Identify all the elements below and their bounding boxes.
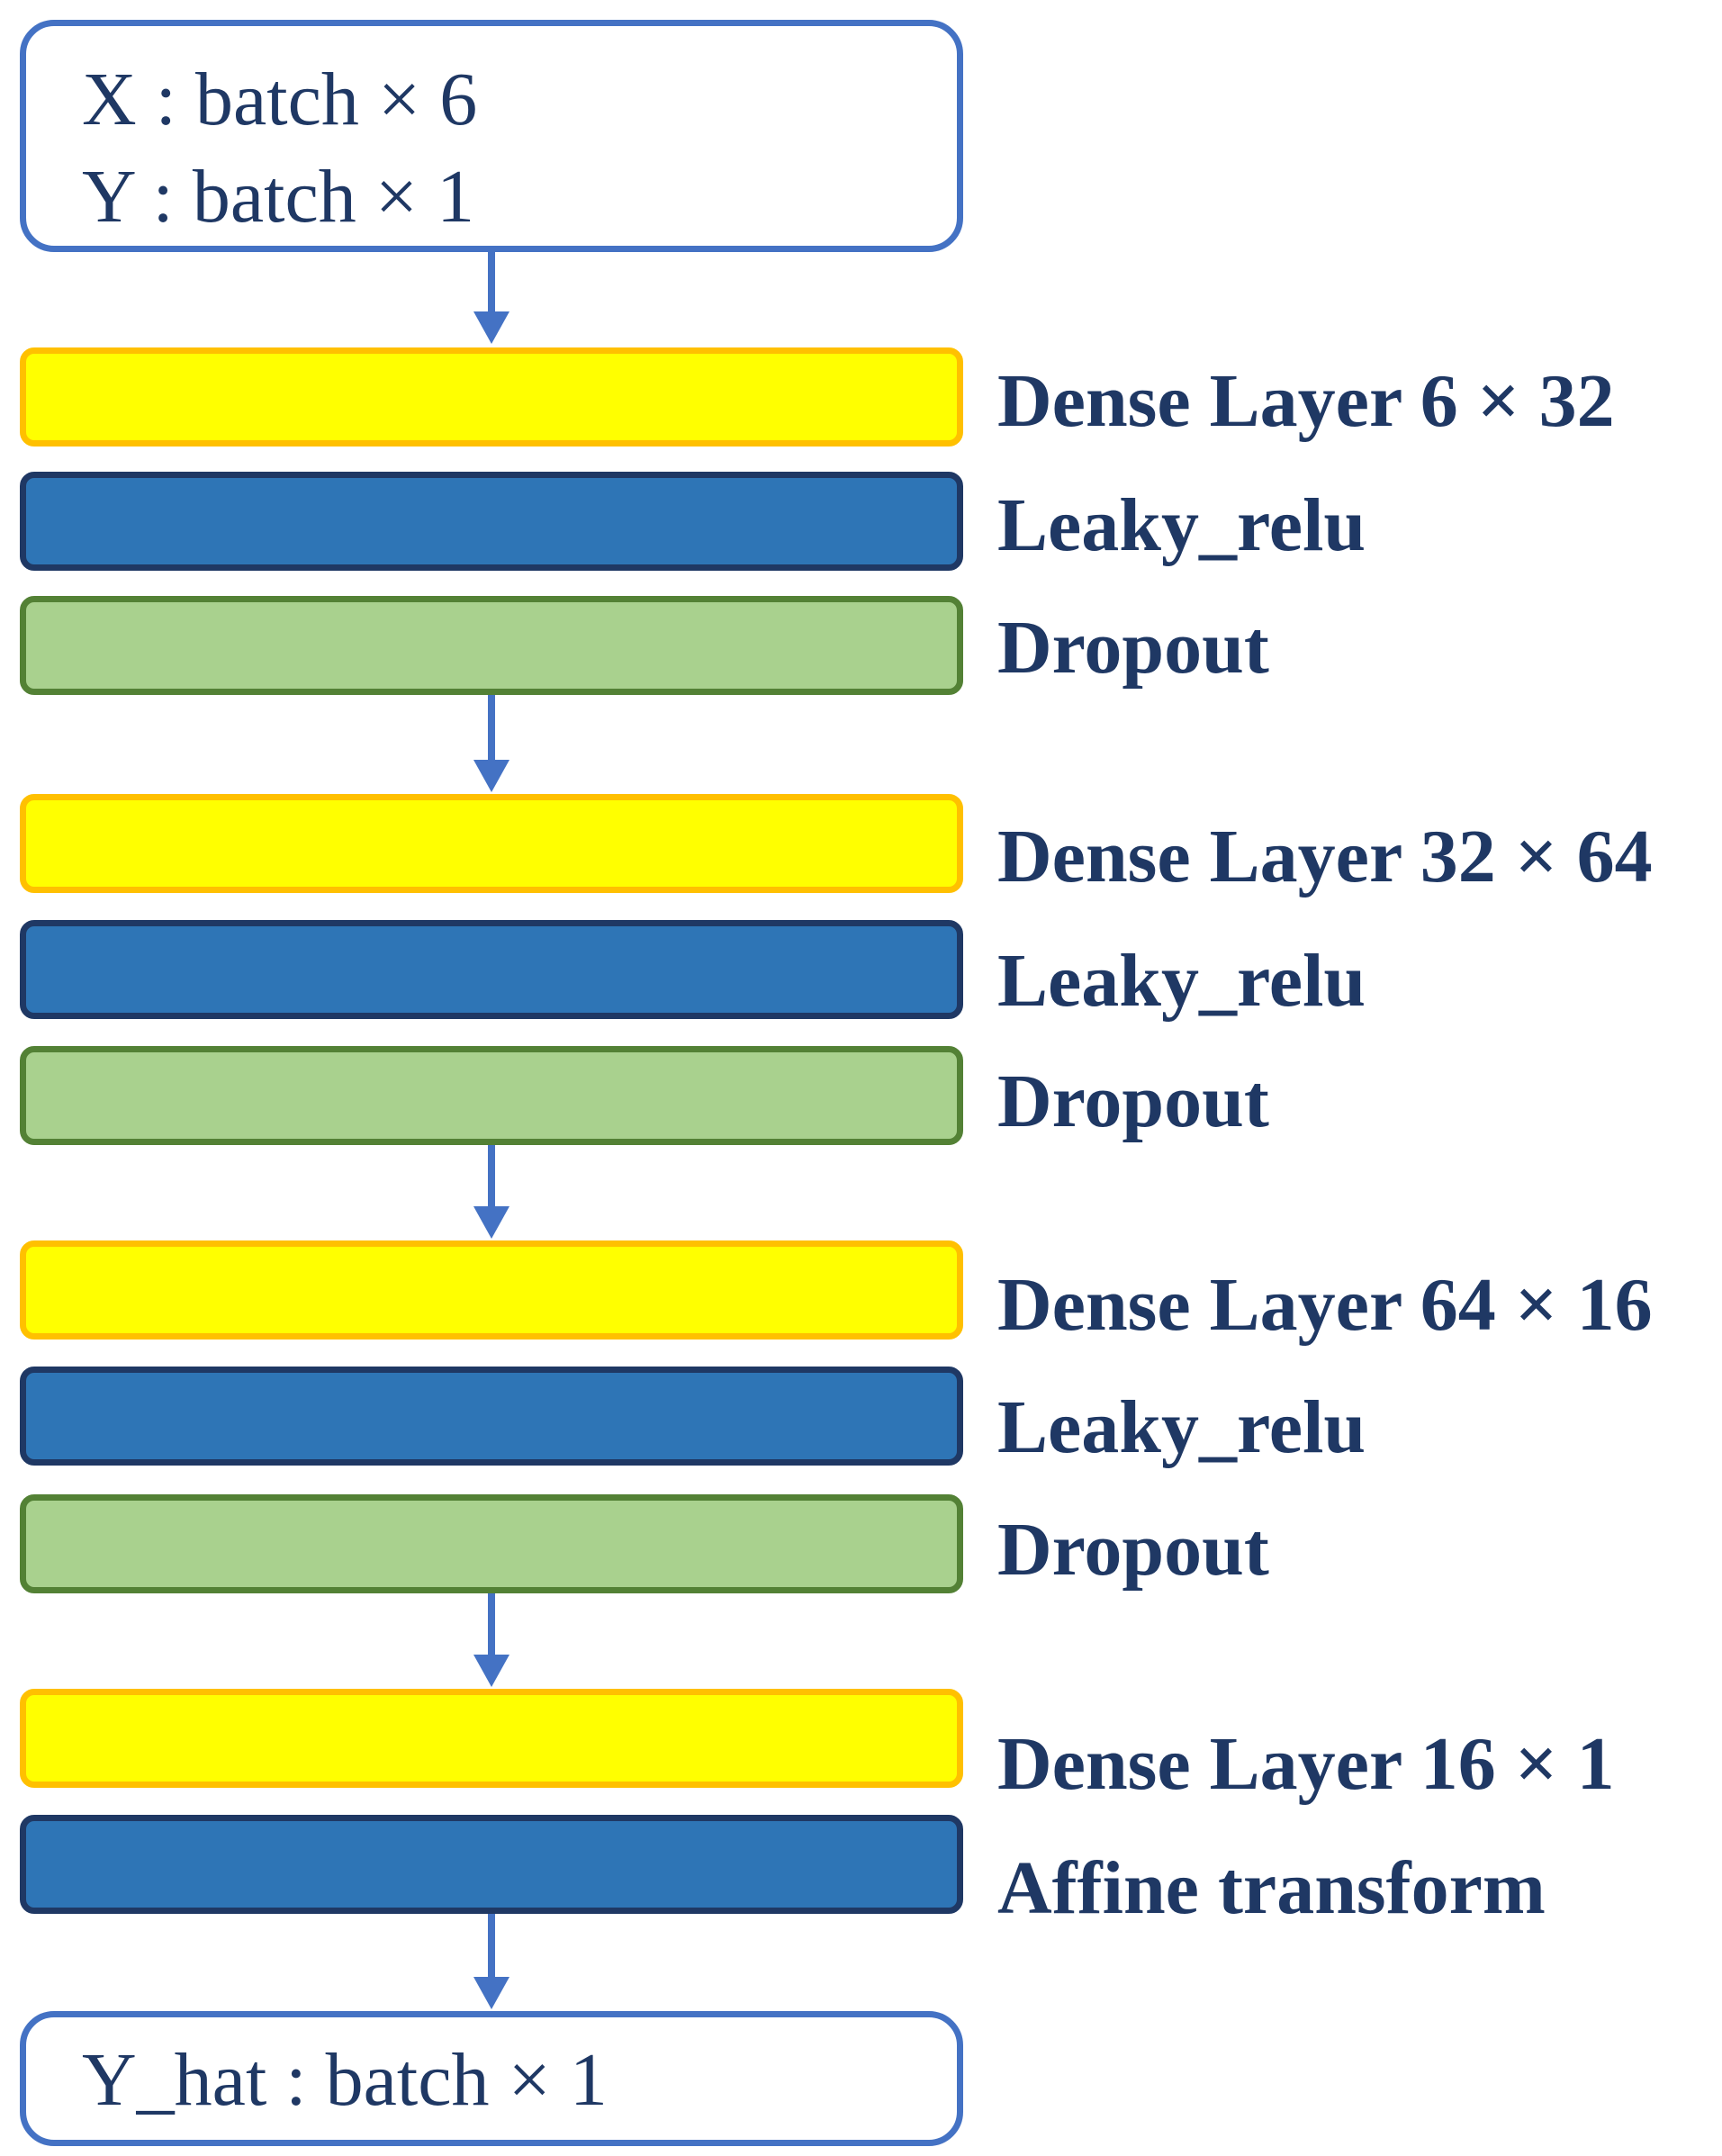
activation-layer-3-label: Leaky_relu [997, 1385, 1366, 1469]
activation-layer-2 [20, 920, 963, 1019]
dense-layer-1-label: Dense Layer 6 × 32 [997, 359, 1615, 443]
activation-layer-4-label: Affine transform [997, 1846, 1546, 1930]
input-x-shape: X : batch × 6 [82, 58, 478, 141]
dense-layer-4-label: Dense Layer 16 × 1 [997, 1722, 1615, 1806]
dense-layer-3 [20, 1240, 963, 1340]
dense-layer-4 [20, 1689, 963, 1788]
dense-layer-2 [20, 794, 963, 893]
dropout-layer-3 [20, 1494, 963, 1593]
dropout-layer-1-label: Dropout [997, 606, 1269, 690]
activation-layer-3 [20, 1367, 963, 1466]
dense-layer-1 [20, 347, 963, 447]
dropout-layer-1 [20, 596, 963, 695]
activation-layer-4 [20, 1815, 963, 1914]
output-shape: Y_hat : batch × 1 [82, 2038, 608, 2122]
dropout-layer-2 [20, 1046, 963, 1145]
input-box: X : batch × 6 Y : batch × 1 [20, 20, 963, 252]
input-y-shape: Y : batch × 1 [82, 155, 475, 239]
activation-layer-1 [20, 472, 963, 571]
dropout-layer-3-label: Dropout [997, 1508, 1269, 1592]
activation-layer-2-label: Leaky_relu [997, 939, 1366, 1023]
activation-layer-1-label: Leaky_relu [997, 483, 1366, 567]
dense-layer-2-label: Dense Layer 32 × 64 [997, 815, 1653, 898]
dropout-layer-2-label: Dropout [997, 1060, 1269, 1143]
dense-layer-3-label: Dense Layer 64 × 16 [997, 1263, 1653, 1347]
output-box: Y_hat : batch × 1 [20, 2011, 963, 2146]
